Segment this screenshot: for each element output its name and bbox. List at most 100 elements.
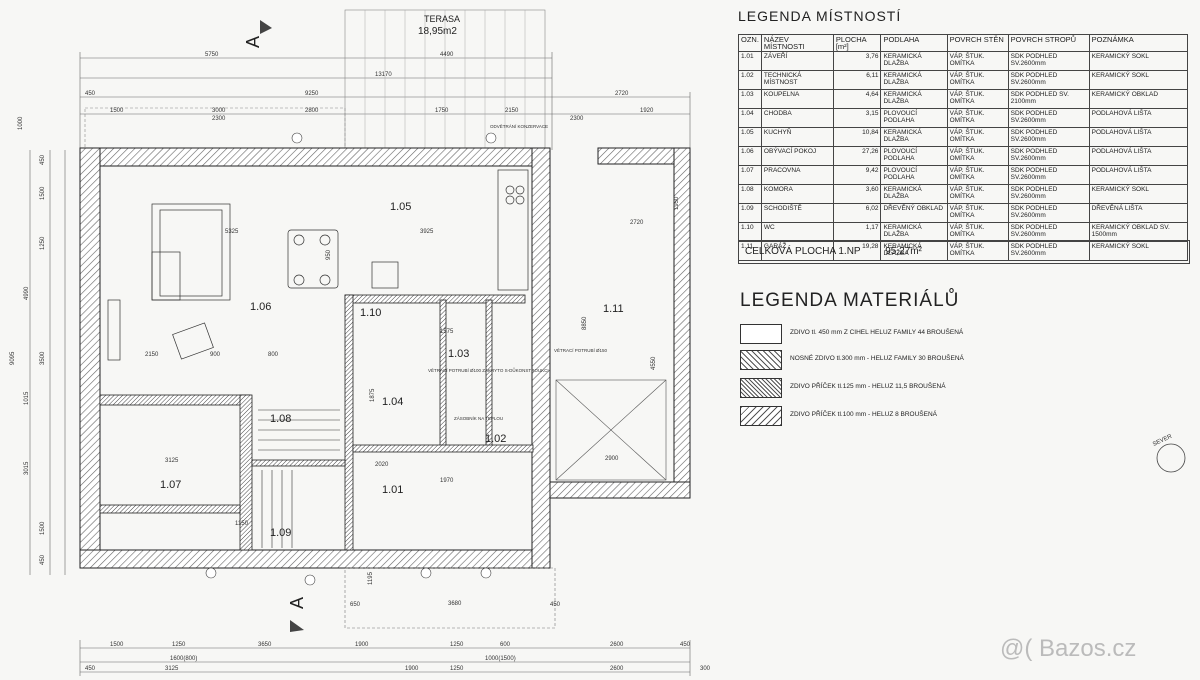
svg-text:1250: 1250 [172, 642, 186, 648]
stairs [258, 409, 340, 548]
table-cell: KERAMICKÝ OBKLAD [1088, 89, 1189, 109]
svg-text:1250: 1250 [450, 642, 464, 648]
svg-text:9250: 9250 [305, 91, 319, 97]
svg-text:650: 650 [350, 602, 361, 608]
svg-text:ZÁSOBNÍK NA TEPLOU: ZÁSOBNÍK NA TEPLOU [454, 415, 503, 421]
table-cell: SDK PODHLED SV.2600mm [1007, 146, 1090, 166]
svg-text:ODVĚTRÁNÍ KONZERVACE: ODVĚTRÁNÍ KONZERVACE [490, 122, 548, 129]
table-cell: 1.10 [738, 222, 762, 242]
table-cell: ZÁVEŘÍ [760, 51, 834, 71]
svg-text:2720: 2720 [615, 91, 629, 97]
room-label-1-04: 1.04 [382, 396, 403, 408]
material-label: ZDIVO tl. 450 mm Z CIHEL HELUZ FAMILY 44… [790, 329, 964, 336]
floor-plan: TERASA 18,95m2 A A [10, 9, 711, 676]
svg-text:3650: 3650 [258, 642, 272, 648]
table-cell: KOUPELNA [760, 89, 834, 109]
dimension-text-bottom: 1500 1250 3650 1900 1250 600 2600 450 45… [85, 642, 711, 672]
furniture [107, 169, 529, 361]
svg-text:2900: 2900 [605, 456, 619, 462]
header-cell: NÁZEV MÍSTNOSTI [760, 34, 834, 52]
table-cell: SCHODIŠTĚ [760, 203, 834, 223]
table-cell: KERAMICKÁ DLAŽBA [880, 89, 948, 109]
table-cell: PLOVOUCÍ PODLAHA [880, 146, 948, 166]
svg-text:2150: 2150 [505, 108, 519, 114]
svg-text:1015: 1015 [24, 391, 30, 405]
section-mark-bottom: A [287, 597, 307, 609]
material-swatch-plain [740, 324, 782, 344]
table-cell: SDK PODHLED SV.2600mm [1007, 127, 1090, 147]
room-label-1-09: 1.09 [270, 527, 291, 539]
table-cell: DŘEVĚNÁ LIŠTA [1088, 203, 1189, 223]
svg-text:1500: 1500 [40, 186, 46, 200]
table-cell: 1.07 [738, 165, 762, 185]
table-cell: KERAMICKÁ DLAŽBA [880, 127, 948, 147]
entrance-step [344, 567, 556, 629]
table-cell: VÁP. ŠTUK. OMÍTKA [946, 146, 1009, 166]
table-cell: PLOVOUCÍ PODLAHA [880, 108, 948, 128]
table-cell: VÁP. ŠTUK. OMÍTKA [946, 165, 1009, 185]
svg-text:1500: 1500 [110, 642, 124, 648]
table-cell: PODLAHOVÁ LIŠTA [1088, 108, 1189, 128]
compass-label: SEVER [1152, 434, 1174, 448]
svg-text:1000: 1000 [18, 116, 24, 130]
svg-text:1575: 1575 [440, 329, 454, 335]
material-label: ZDIVO PŘÍČEK tl.100 mm - HELUZ 8 BROUŠEN… [790, 411, 938, 418]
table-cell: 1.01 [738, 51, 762, 71]
table-cell: VÁP. ŠTUK. OMÍTKA [946, 241, 1009, 261]
north-arrow-icon: SEVER [1152, 434, 1189, 473]
svg-text:1250: 1250 [450, 666, 464, 672]
svg-text:1875: 1875 [370, 388, 376, 402]
table-cell: SDK PODHLED SV.2600mm [1007, 203, 1090, 223]
svg-text:2720: 2720 [630, 220, 644, 226]
dimension-lines-bottom [79, 640, 691, 676]
total-label: CELKOVÁ PLOCHA 1.NP [745, 246, 861, 257]
svg-text:600: 600 [500, 642, 511, 648]
svg-text:300: 300 [700, 666, 711, 672]
table-cell: 3,15 [832, 108, 882, 128]
svg-text:3925: 3925 [420, 229, 434, 235]
dimension-text-top: 5750 4490 13170 9250 2720 450 1500 3000 … [85, 52, 654, 122]
section-marks: A A [243, 20, 307, 632]
room-label-1-10: 1.10 [360, 307, 381, 319]
svg-text:1970: 1970 [440, 478, 454, 484]
svg-text:450: 450 [680, 642, 691, 648]
room-label-1-01: 1.01 [382, 484, 403, 496]
room-label-1-11: 1.11 [603, 303, 624, 315]
svg-text:2600: 2600 [610, 642, 624, 648]
watermark: @( Bazos.cz [1000, 635, 1137, 662]
table-cell: SDK PODHLED SV.2600mm [1007, 51, 1090, 71]
table-cell: OBÝVACÍ POKOJ [760, 146, 834, 166]
garage-car [555, 379, 667, 481]
dimension-text-left: 1000 450 1500 1250 4990 9095 3500 1015 3… [10, 116, 46, 565]
svg-text:900: 900 [210, 352, 221, 358]
section-mark-top: A [243, 36, 263, 48]
table-cell: 1.02 [738, 70, 762, 90]
exterior-walls [79, 147, 551, 569]
svg-text:800: 800 [268, 352, 279, 358]
svg-text:3500: 3500 [40, 351, 46, 365]
svg-text:950: 950 [326, 249, 332, 260]
room-total: CELKOVÁ PLOCHA 1.NP 95,27m² [738, 240, 1190, 264]
svg-text:4990: 4990 [24, 286, 30, 300]
room-label-1-02: 1.02 [485, 433, 506, 445]
header-cell: PODLAHA [880, 34, 948, 52]
material-swatch-hatch [740, 378, 782, 398]
table-cell: 3,60 [832, 184, 882, 204]
table-cell: KOMORA [760, 184, 834, 204]
terrace-label: TERASA [424, 14, 460, 24]
terrace: TERASA 18,95m2 [84, 9, 546, 151]
garage-walls [549, 147, 691, 499]
svg-text:1920: 1920 [640, 108, 654, 114]
svg-text:VĚTRACÍ POTRUBÍ Ø150: VĚTRACÍ POTRUBÍ Ø150 [554, 346, 608, 353]
material-swatch-hatch [740, 350, 782, 370]
header-cell: POZNÁMKA [1088, 34, 1189, 52]
table-cell: PLOVOUCÍ PODLAHA [880, 165, 948, 185]
table-cell: DŘEVĚNÝ OBKLAD [880, 203, 948, 223]
svg-text:1600(800): 1600(800) [170, 656, 197, 662]
table-cell: TECHNICKÁ MÍSTNOST [760, 70, 834, 90]
svg-text:2300: 2300 [570, 116, 584, 122]
